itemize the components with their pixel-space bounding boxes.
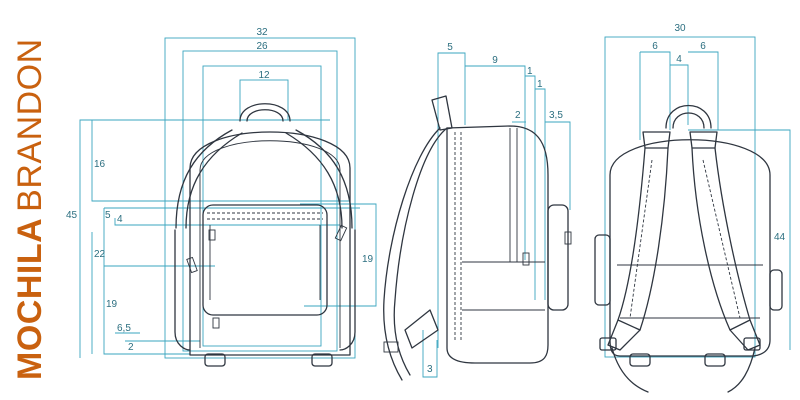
dim-front-19: 19	[106, 299, 118, 310]
front-dimension-labels: 32 26 12 45 16 5 4 22 19 6,5 2 19	[66, 27, 374, 353]
dim-front-2: 2	[128, 342, 134, 353]
dim-side-1a: 1	[527, 66, 533, 77]
dim-front-5: 5	[105, 210, 111, 221]
dim-back-44: 44	[774, 232, 786, 243]
side-dimension-labels: 5 9 1 1 2 3,5 3	[427, 42, 563, 375]
dim-side-3-5: 3,5	[549, 110, 563, 121]
dim-front-4: 4	[117, 214, 123, 225]
dim-front-16: 16	[94, 159, 106, 170]
dim-side-1b: 1	[537, 79, 543, 90]
dim-front-26: 26	[256, 41, 268, 52]
dim-front-32: 32	[256, 27, 268, 38]
dim-back-6-left: 6	[652, 41, 658, 52]
back-backpack-drawing	[594, 105, 783, 393]
side-dimension-lines	[422, 52, 571, 378]
dim-side-5: 5	[447, 42, 453, 53]
front-view: 32 26 12 45 16 5 4 22 19 6,5 2 19	[66, 27, 377, 367]
back-dimension-lines	[604, 36, 791, 358]
dim-back-4: 4	[676, 54, 682, 65]
dim-back-6-right: 6	[700, 41, 706, 52]
dim-front-45: 45	[66, 210, 78, 221]
dim-side-9: 9	[492, 55, 498, 66]
back-dimension-labels: 30 6 6 4 44	[652, 23, 785, 243]
front-dimension-lines	[79, 37, 377, 359]
dim-back-30: 30	[674, 23, 686, 34]
side-view: 5 9 1 1 2 3,5 3	[383, 42, 572, 381]
front-backpack-drawing	[174, 103, 356, 367]
dim-front-12: 12	[258, 70, 270, 81]
dim-front-19-right: 19	[362, 254, 374, 265]
side-backpack-drawing	[383, 95, 572, 381]
dim-front-6-5: 6,5	[117, 323, 131, 334]
dim-side-2: 2	[515, 110, 521, 121]
back-view: 30 6 6 4 44	[594, 23, 791, 393]
dim-front-22: 22	[94, 249, 106, 260]
dim-side-3: 3	[427, 364, 433, 375]
